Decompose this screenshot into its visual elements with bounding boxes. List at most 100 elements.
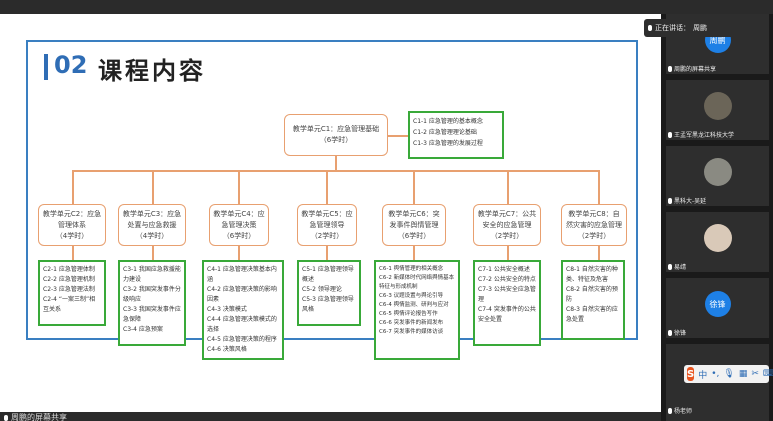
unit-c2-box: 教学单元C2：应急管理体系 （4学时）	[38, 204, 106, 246]
slide-title: 课程内容	[98, 57, 206, 85]
connector	[152, 170, 154, 204]
item: C7-4 突发事件的公共安全处置	[478, 306, 536, 323]
connector	[152, 246, 154, 260]
unit-c7-box: 教学单元C7：公共安全的应急管理 （2学时）	[473, 204, 541, 246]
participant-label: 王孟军黑龙江科技大学	[668, 130, 734, 139]
unit-hours: （6学时）	[222, 231, 256, 240]
item: C5-3 应急管理领导风格	[302, 296, 354, 313]
unit-c8-box: 教学单元C8：自然灾害的应急管理 （2学时）	[561, 204, 627, 246]
scissors-icon[interactable]: ✂	[751, 369, 759, 379]
unit-label: 教学单元C4：应急管理决策	[213, 209, 265, 229]
unit-c6-items: C6-1 舆情管理的相关概念 C6-2 新媒体时代网络舆情基本特征与形成机制 C…	[374, 260, 460, 360]
unit-hours: （6学时）	[397, 231, 431, 240]
unit-c3-items: C3-1 我国应急救援能力建设 C3-2 我国突发事件分级响应 C3-3 我国突…	[118, 260, 186, 346]
unit-hours: （2学时）	[310, 231, 344, 240]
mic-icon	[668, 65, 672, 72]
speaking-name: 周鹏	[693, 24, 707, 32]
participant-tile[interactable]: 易靖	[666, 212, 769, 272]
avatar	[703, 224, 732, 252]
screen-share-label: 周鹏的屏幕共享	[4, 412, 67, 421]
connector	[335, 156, 337, 171]
ime-toolbar[interactable]: S 中 •, 🎙 ▦ ✂ ⌨	[684, 365, 773, 383]
connector	[388, 135, 408, 137]
item: C6-3 议题设置与舆论引导	[379, 293, 444, 299]
item: C3-3 我国突发事件应急保障	[123, 306, 181, 323]
microphone-icon[interactable]: 🎙	[723, 369, 735, 379]
item: C8-2 自然灾害的预防	[566, 286, 618, 303]
avatar: 徐锋	[704, 291, 731, 317]
item: C2-3 应急管理法制	[43, 286, 95, 293]
participant-name: 杨老师	[674, 408, 693, 415]
mic-icon	[668, 263, 672, 270]
connector	[413, 170, 415, 204]
mic-icon	[4, 414, 8, 421]
item: C7-1 公共安全概述	[478, 266, 530, 273]
item: C8-3 自然灾害的应急处置	[566, 306, 618, 323]
item: C6-2 新媒体时代网络舆情基本特征与形成机制	[379, 275, 455, 290]
item: C5-1 应急管理领导概述	[302, 266, 354, 283]
participant-label: 黑科大-吴延	[668, 196, 706, 205]
unit-hours: （6学时）	[319, 136, 353, 144]
participant-tile[interactable]: 王孟军黑龙江科技大学	[666, 80, 769, 140]
unit-label: 教学单元C3：应急处置与应急救援	[122, 209, 182, 229]
connector	[326, 246, 328, 260]
speaking-label: 正在讲话：	[655, 24, 690, 32]
unit-c4-items: C4-1 应急管理决策基本内涵 C4-2 应急管理决策的影响因素 C4-3 决策…	[202, 260, 284, 360]
unit-c3-box: 教学单元C3：应急处置与应急救援 （4学时）	[118, 204, 186, 246]
unit-hours: （2学时）	[490, 231, 524, 240]
participant-tile[interactable]: 徐锋 徐锋	[666, 278, 769, 338]
item: C8-1 自然灾害的种类、特征及危害	[566, 266, 618, 283]
connector	[72, 246, 74, 260]
participant-label: 徐锋	[668, 328, 686, 337]
unit-hours: （4学时）	[135, 231, 169, 240]
unit-c2-items: C2-1 应急管理体制 C2-2 应急管理机制 C2-3 应急管理法制 C2-4…	[38, 260, 106, 326]
mic-icon	[668, 407, 672, 414]
participant-label: 杨老师	[668, 406, 692, 415]
unit-hours: （2学时）	[577, 231, 611, 240]
item: C4-6 决策风格	[207, 346, 247, 353]
unit-label: 教学单元C5：应急管理领导	[301, 209, 353, 229]
connector	[413, 246, 415, 260]
avatar	[703, 158, 732, 186]
unit-label: 教学单元C2：应急管理体系	[42, 209, 102, 229]
item: C4-5 应急管理决策的程序	[207, 336, 277, 343]
item: C3-1 我国应急救援能力建设	[123, 266, 181, 283]
item: C2-2 应急管理机制	[43, 276, 95, 283]
mic-icon	[668, 131, 672, 138]
mic-icon	[648, 25, 652, 31]
item: C1-1 应急管理的基本概念	[413, 118, 483, 125]
mic-icon	[668, 197, 672, 204]
item: C3-2 我国突发事件分级响应	[123, 286, 181, 303]
ime-punct-button[interactable]: •,	[711, 369, 720, 379]
grid-icon[interactable]: ▦	[738, 369, 748, 379]
item: C4-3 决策模式	[207, 306, 247, 313]
participant-name: 黑科大-吴延	[674, 198, 707, 205]
ime-mode-button[interactable]: 中	[698, 370, 708, 381]
participant-name: 王孟军黑龙江科技大学	[674, 132, 735, 139]
unit-c7-items: C7-1 公共安全概述 C7-2 公共安全的特点 C7-3 公共安全应急管理 C…	[473, 260, 541, 346]
unit-c4-box: 教学单元C4：应急管理决策 （6学时）	[209, 204, 269, 246]
title-accent-bar	[44, 54, 48, 80]
unit-label: 教学单元C7：公共安全的应急管理	[477, 209, 537, 229]
item: C2-4 “一案三制”相互关系	[43, 296, 96, 313]
unit-c5-items: C5-1 应急管理领导概述 C5-2 领导理论 C5-3 应急管理领导风格	[297, 260, 361, 326]
slide-number: 02	[54, 51, 88, 79]
item: C3-4 应急预案	[123, 326, 163, 333]
connector	[507, 170, 509, 204]
top-bar	[0, 0, 773, 14]
ime-logo-icon[interactable]: S	[687, 367, 695, 381]
item: C6-6 突发事件的新闻发布	[379, 320, 444, 326]
participant-label: 易靖	[668, 262, 686, 271]
connector	[507, 246, 509, 260]
unit-c1-items: C1-1 应急管理的基本概念 C1-2 应急管理理论基础 C1-3 应急管理的发…	[408, 111, 504, 159]
connector	[238, 170, 240, 204]
item: C6-5 舆情评论报告写作	[379, 311, 438, 317]
keyboard-icon[interactable]: ⌨	[762, 369, 773, 379]
mic-icon	[668, 329, 672, 336]
participant-tile[interactable]: 黑科大-吴延	[666, 146, 769, 206]
unit-label: 教学单元C1：应急管理基础	[292, 125, 380, 133]
bottom-bar	[0, 412, 661, 421]
item: C4-4 应急管理决策模式的选择	[207, 316, 277, 333]
item: C7-3 公共安全应急管理	[478, 286, 536, 303]
